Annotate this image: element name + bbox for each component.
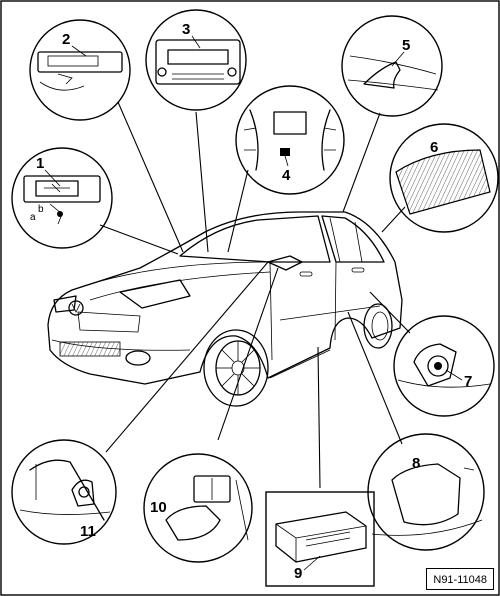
callout-8: 8	[412, 455, 420, 472]
detail-inset-2	[29, 19, 131, 121]
rear-speaker-grille	[391, 463, 461, 526]
lower-grille	[59, 341, 121, 357]
reference-code-box: N91-11048	[426, 568, 494, 590]
rear-wheel	[363, 303, 393, 349]
callout-1: 1	[36, 155, 44, 172]
callout-3: 3	[182, 21, 190, 38]
callout-4: 4	[282, 167, 291, 184]
callout-5: 5	[402, 37, 410, 54]
windscreen	[179, 215, 331, 263]
vehicle-body	[47, 211, 403, 385]
callout-6: 6	[430, 139, 438, 156]
detail-9-control-unit	[265, 491, 375, 587]
detail-inset-7-speaker	[393, 315, 495, 417]
side-windows	[321, 215, 385, 263]
radio-display	[167, 49, 229, 65]
amplifier-unit	[275, 511, 367, 563]
tweeter-speaker	[427, 355, 449, 377]
detail-inset-11-a-pillar	[11, 439, 117, 545]
callout-2: 2	[62, 31, 70, 48]
radio-unit	[155, 39, 241, 85]
headlight-right	[119, 279, 191, 309]
callout-9: 9	[294, 565, 302, 582]
headlight-left	[53, 295, 77, 313]
vehicle-illustration	[47, 211, 403, 407]
callout-11: 11	[80, 523, 96, 540]
callout-10: 10	[150, 499, 167, 516]
roof-antenna	[363, 61, 401, 89]
front-wheel	[203, 329, 269, 407]
detail-inset-4	[235, 85, 345, 195]
front-door-speaker-grille	[165, 505, 221, 541]
fog-light	[125, 350, 151, 366]
callout-7: 7	[464, 373, 472, 390]
svg-text:a: a	[30, 212, 36, 223]
detail-inset-10-door-speaker	[143, 453, 253, 563]
reference-code: N91-11048	[433, 574, 487, 586]
rear-window-antenna	[395, 149, 491, 215]
detail-inset-6-rear-window	[389, 123, 499, 233]
vw-badge	[68, 300, 84, 316]
svg-text:b: b	[38, 204, 44, 215]
detail-inset-1: a b	[11, 147, 113, 249]
a-pillar-tweeter	[78, 486, 90, 498]
door-mirror	[267, 255, 303, 271]
leader-lines	[99, 101, 411, 489]
detail-inset-8-rear-speaker	[367, 433, 485, 551]
detail-inset-3-radio	[145, 9, 247, 111]
